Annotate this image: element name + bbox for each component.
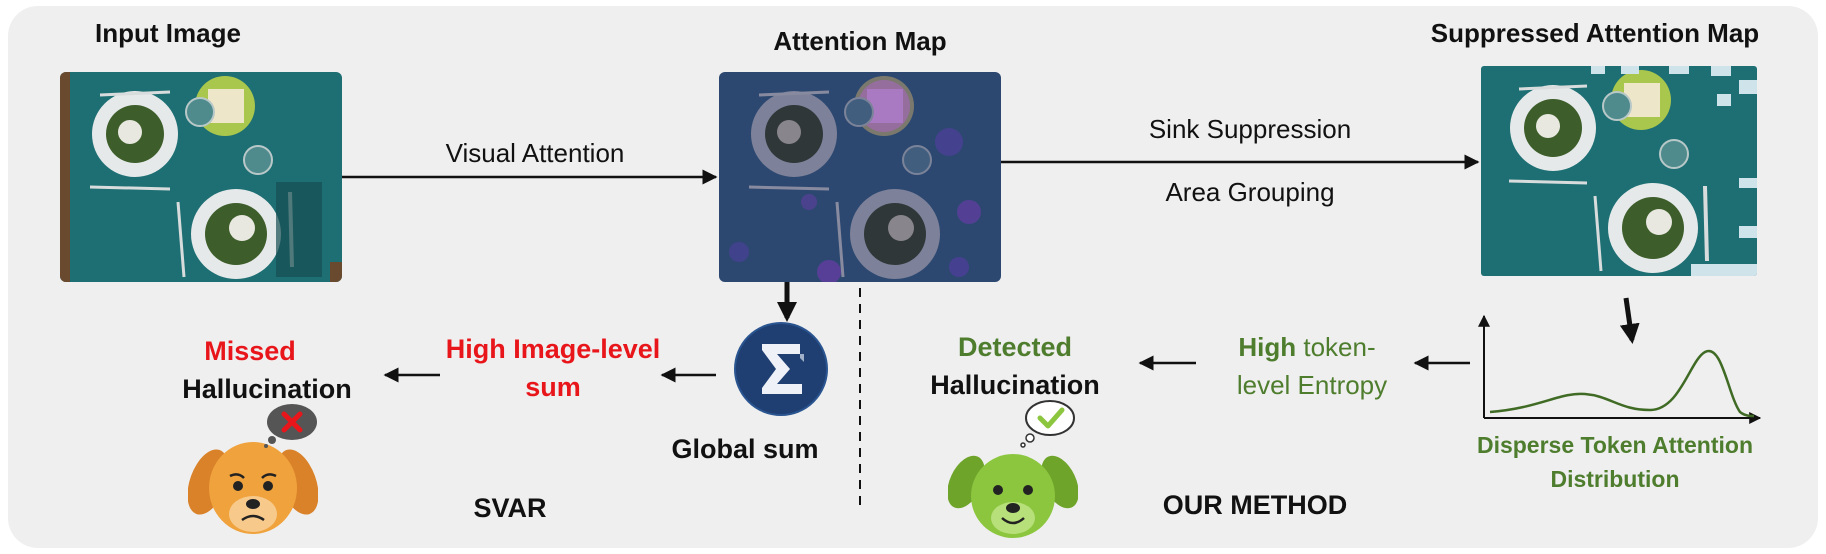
x-mark-icon bbox=[262, 402, 320, 448]
area-grouping-label: Area Grouping bbox=[1165, 177, 1335, 207]
visual-attention-label: Visual Attention bbox=[445, 138, 625, 168]
attention-map-image bbox=[719, 72, 1001, 282]
suppressed-attention-map-image bbox=[1481, 66, 1757, 276]
token-attention-distribution-plot bbox=[1478, 314, 1762, 424]
high-word: High bbox=[1238, 332, 1297, 362]
sad-dog-icon bbox=[187, 402, 319, 538]
sigma-icon bbox=[734, 322, 828, 416]
level-entropy-label: level Entropy bbox=[1236, 370, 1388, 400]
happy-dog-icon bbox=[947, 444, 1079, 540]
token-word: token- bbox=[1296, 332, 1376, 362]
our-method-label: OUR METHOD bbox=[1162, 490, 1348, 520]
ours-hallucination-label: Hallucination bbox=[930, 370, 1100, 400]
missed-label: Missed bbox=[204, 336, 296, 366]
sink-suppression-label: Sink Suppression bbox=[1148, 114, 1352, 144]
detected-label: Detected bbox=[957, 332, 1073, 362]
disperse-label-line1: Disperse Token Attention bbox=[1476, 432, 1754, 458]
suppressed-attention-map-title: Suppressed Attention Map bbox=[1430, 18, 1760, 48]
input-image bbox=[60, 72, 342, 282]
high-image-level-label-line2: sum bbox=[525, 372, 581, 402]
disperse-label-line2: Distribution bbox=[1550, 466, 1680, 492]
check-mark-icon bbox=[1018, 398, 1076, 448]
attention-map-title: Attention Map bbox=[773, 26, 947, 56]
svar-method-label: SVAR bbox=[473, 493, 547, 523]
high-image-level-label-line1: High Image-level bbox=[445, 334, 661, 364]
global-sum-label: Global sum bbox=[671, 434, 819, 464]
down-to-curve-arrow bbox=[1619, 297, 1640, 344]
high-token-label: High token- bbox=[1222, 332, 1392, 363]
input-image-title: Input Image bbox=[95, 18, 241, 48]
svar-hallucination-label: Hallucination bbox=[182, 374, 352, 404]
